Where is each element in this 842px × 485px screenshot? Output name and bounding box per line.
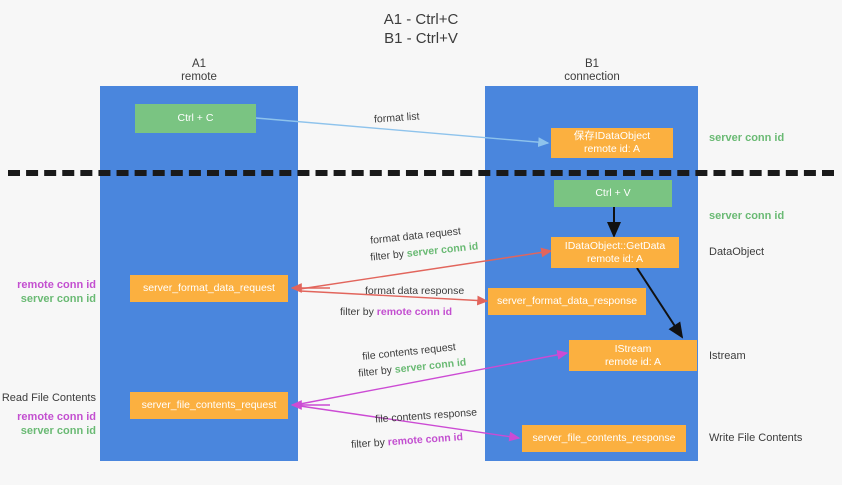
note-format-server-conn-id: server conn id bbox=[20, 293, 96, 305]
edge-format-data-request bbox=[299, 247, 553, 290]
edge-label-format-data-response: format data response bbox=[365, 285, 465, 297]
node-getdata-line2: remote id: A bbox=[586, 252, 644, 265]
note-write-file-contents: Write File Contents bbox=[709, 432, 803, 444]
column-header-a1: A1 remote bbox=[99, 58, 299, 84]
note-read-file-contents-group: Read File Contents bbox=[0, 391, 96, 405]
node-save-idataobject-line2: remote id: A bbox=[583, 143, 641, 155]
filter-prefix: filter by bbox=[340, 306, 377, 318]
node-istream-line1: IStream bbox=[614, 342, 652, 355]
edge-getdata-to-istream bbox=[636, 267, 684, 339]
column-a1-sub: remote bbox=[181, 71, 217, 83]
node-istream[interactable]: IStream remote id: A bbox=[569, 340, 697, 371]
note-file-conn-ids: remote conn id server conn id bbox=[0, 410, 96, 438]
filter-prefix: filter by bbox=[369, 247, 408, 264]
phase-divider bbox=[8, 170, 834, 176]
edge-label-format-data-response-filter: filter by remote conn id bbox=[340, 305, 452, 319]
node-save-idataobject[interactable]: 保存IDataObject remote id: A bbox=[551, 128, 673, 158]
edge-format-data-response bbox=[299, 290, 489, 306]
note-format-remote-conn-id: remote conn id bbox=[17, 279, 96, 291]
note-read-file-contents: Read File Contents bbox=[1, 392, 96, 404]
note-file-server-conn-id: server conn id bbox=[20, 425, 96, 437]
node-ctrl-c[interactable]: Ctrl + C bbox=[135, 104, 256, 133]
node-server-file-contents-request-label: server_file_contents_request bbox=[141, 399, 277, 411]
node-server-format-data-request[interactable]: server_format_data_request bbox=[130, 275, 288, 302]
filter-value-remote-conn-id: remote conn id bbox=[376, 306, 453, 318]
filter-prefix: filter by bbox=[350, 436, 389, 451]
page-title: A1 - Ctrl+C B1 - Ctrl+V bbox=[0, 10, 842, 48]
column-b1-sub: connection bbox=[564, 71, 620, 83]
node-server-file-contents-request[interactable]: server_file_contents_request bbox=[130, 392, 288, 419]
title-line-2: B1 - Ctrl+V bbox=[384, 30, 458, 47]
node-save-idataobject-line1: 保存IDataObject bbox=[573, 130, 651, 142]
node-idataobject-getdata[interactable]: IDataObject::GetData remote id: A bbox=[551, 237, 679, 268]
node-ctrl-v-label: Ctrl + V bbox=[595, 187, 631, 199]
note-format-conn-ids: remote conn id server conn id bbox=[0, 278, 96, 306]
filter-prefix: filter by bbox=[357, 363, 396, 380]
node-server-format-data-response-label: server_format_data_response bbox=[496, 295, 638, 307]
edge-format-list bbox=[255, 117, 550, 148]
note-istream: Istream bbox=[709, 350, 746, 362]
node-server-file-contents-response[interactable]: server_file_contents_response bbox=[522, 425, 686, 452]
column-header-b1: B1 connection bbox=[492, 58, 692, 84]
column-a1-name: A1 bbox=[191, 58, 207, 70]
node-ctrl-v[interactable]: Ctrl + V bbox=[554, 180, 672, 207]
node-server-file-contents-response-label: server_file_contents_response bbox=[532, 432, 676, 444]
edge-file-contents-request bbox=[299, 350, 569, 405]
note-file-remote-conn-id: remote conn id bbox=[17, 411, 96, 423]
node-ctrl-c-label: Ctrl + C bbox=[177, 112, 214, 124]
node-getdata-line1: IDataObject::GetData bbox=[564, 239, 666, 252]
note-server-conn-id-mid: server conn id bbox=[709, 210, 785, 222]
node-server-format-data-response[interactable]: server_format_data_response bbox=[488, 288, 646, 315]
column-b1-name: B1 bbox=[584, 58, 600, 70]
note-server-conn-id-top: server conn id bbox=[709, 132, 785, 144]
title-line-1: A1 - Ctrl+C bbox=[383, 11, 459, 28]
node-istream-line2: remote id: A bbox=[604, 355, 662, 368]
note-dataobject: DataObject bbox=[709, 246, 765, 258]
node-server-format-data-request-label: server_format_data_request bbox=[143, 282, 275, 294]
edge-file-contents-response bbox=[299, 405, 521, 442]
